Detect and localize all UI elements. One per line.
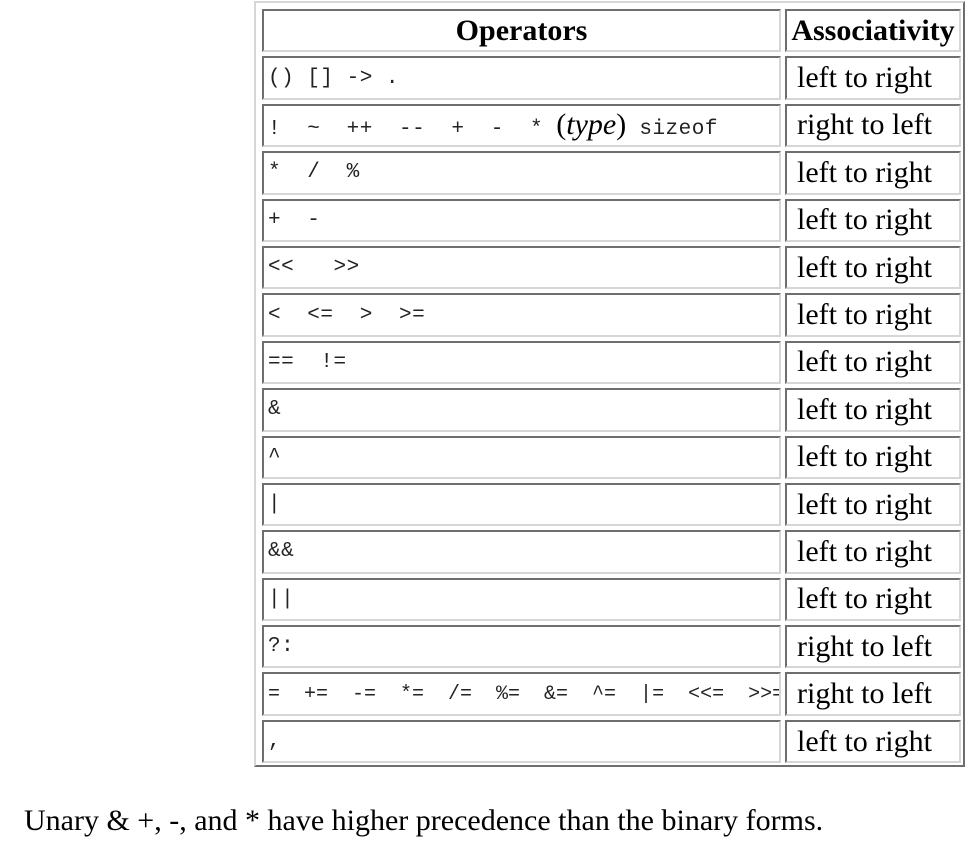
associativity-cell: left to right <box>785 719 961 764</box>
associativity-cell: right to left <box>785 672 961 716</box>
table-row: ^ left to right <box>262 435 961 479</box>
table-row: , left to right <box>262 719 961 764</box>
precedence-note: Unary & +, -, and * have higher preceden… <box>24 804 824 837</box>
operators-cell: ^ <box>262 435 781 479</box>
table-row: || left to right <box>262 577 961 622</box>
header-row: Operators Associativity <box>262 9 961 53</box>
operators-cell: ! ~ ++ -- + - * (type) sizeof <box>262 103 781 148</box>
table-row: < <= > >= left to right <box>262 293 961 337</box>
associativity-cell: left to right <box>785 577 961 622</box>
sizeof-operator: sizeof <box>639 118 718 142</box>
associativity-cell: left to right <box>785 435 961 479</box>
operators-cell: < <= > >= <box>262 293 781 337</box>
associativity-cell: right to left <box>785 103 961 148</box>
table-row: << >> left to right <box>262 245 961 290</box>
associativity-cell: left to right <box>785 198 961 242</box>
table-row: ! ~ ++ -- + - * (type) sizeof right to l… <box>262 103 961 148</box>
table-row: == != left to right <box>262 340 961 385</box>
operators-cell: && <box>262 530 781 574</box>
associativity-header: Associativity <box>785 9 961 53</box>
operators-cell: == != <box>262 340 781 385</box>
type-word: type <box>566 108 617 142</box>
operator-table: Operators Associativity () [] -> . left … <box>258 5 965 767</box>
operators-cell: * / % <box>262 151 781 195</box>
table-row: () [] -> . left to right <box>262 56 961 100</box>
associativity-cell: left to right <box>785 482 961 527</box>
operators-cell: & <box>262 388 781 432</box>
operators-cell: << >> <box>262 245 781 290</box>
associativity-cell: left to right <box>785 388 961 432</box>
associativity-cell: left to right <box>785 151 961 195</box>
operators-cell: = += -= *= /= %= &= ^= |= <<= >>= <box>262 672 781 716</box>
associativity-cell: left to right <box>785 340 961 385</box>
table-row: ?: right to left <box>262 625 961 669</box>
operator-precedence-table: Operators Associativity () [] -> . left … <box>254 1 965 767</box>
table-row: * / % left to right <box>262 151 961 195</box>
table-row: + - left to right <box>262 198 961 242</box>
type-paren-open: ( <box>556 108 567 142</box>
type-cast: (type) <box>556 108 626 141</box>
associativity-cell: left to right <box>785 56 961 100</box>
operators-cell: () [] -> . <box>262 56 781 100</box>
unary-operators: ! ~ ++ -- + - * <box>268 118 544 142</box>
table-row: = += -= *= /= %= &= ^= |= <<= >>= right … <box>262 672 961 716</box>
table-row: & left to right <box>262 388 961 432</box>
operators-cell: ?: <box>262 625 781 669</box>
associativity-cell: right to left <box>785 625 961 669</box>
associativity-cell: left to right <box>785 530 961 574</box>
operators-cell: || <box>262 577 781 622</box>
operators-cell: , <box>262 719 781 764</box>
operators-header: Operators <box>262 9 781 53</box>
associativity-cell: left to right <box>785 245 961 290</box>
type-paren-close: ) <box>616 108 627 142</box>
associativity-cell: left to right <box>785 293 961 337</box>
operators-cell: + - <box>262 198 781 242</box>
table-row: | left to right <box>262 482 961 527</box>
table-row: && left to right <box>262 530 961 574</box>
operators-cell: | <box>262 482 781 527</box>
